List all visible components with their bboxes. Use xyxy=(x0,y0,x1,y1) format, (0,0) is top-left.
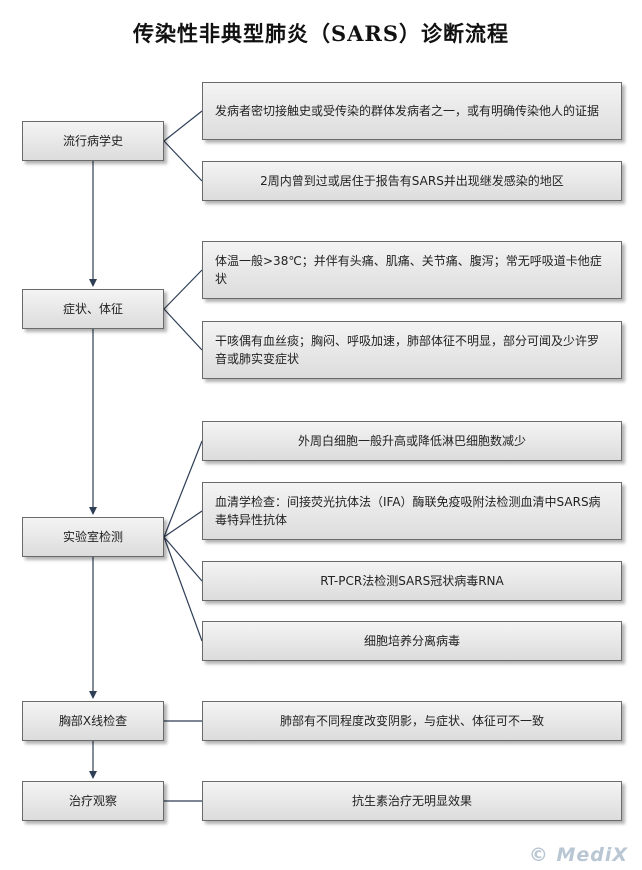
branch-line xyxy=(163,440,203,538)
step-box-epidemiology: 流行病学史 xyxy=(22,121,164,161)
detail-box: 肺部有不同程度改变阴影，与症状、体征可不一致 xyxy=(202,701,622,741)
detail-box: 干咳偶有血丝痰；胸闷、呼吸加速，肺部体征不明显，部分可闻及少许罗音或肺实变症状 xyxy=(202,321,622,379)
branch-line xyxy=(163,510,203,538)
branch-line xyxy=(163,269,203,310)
branch-line xyxy=(163,536,203,582)
branch-line xyxy=(163,536,203,642)
detail-box: 血清学检查：间接荧光抗体法（IFA）酶联免疫吸附法检测血清中SARS病毒特异性抗… xyxy=(202,482,622,540)
detail-box: 外周白细胞一般升高或降低淋巴细胞数减少 xyxy=(202,421,622,461)
detail-box: 细胞培养分离病毒 xyxy=(202,621,622,661)
detail-box: RT-PCR法检测SARS冠状病毒RNA xyxy=(202,561,622,601)
step-box-laboratory: 实验室检测 xyxy=(22,517,164,557)
step-box-chest-xray: 胸部X线检查 xyxy=(22,701,164,741)
detail-box: 2周内曾到过或居住于报告有SARS并出现继发感染的地区 xyxy=(202,161,622,201)
page-title: 传染性非典型肺炎（SARS）诊断流程 xyxy=(132,21,510,46)
detail-box: 发病者密切接触史或受传染的群体发病者之一，或有明确传染他人的证据 xyxy=(202,82,622,140)
step-box-symptoms: 症状、体征 xyxy=(22,289,164,329)
detail-box: 体温一般>38℃；并伴有头痛、肌痛、关节痛、腹泻；常无呼吸道卡他症状 xyxy=(202,241,622,299)
step-box-treatment: 治疗观察 xyxy=(22,781,164,821)
branch-line xyxy=(163,110,203,142)
branch-line xyxy=(163,140,203,182)
branch-line xyxy=(163,308,203,351)
watermark-logo: © MediX xyxy=(528,844,628,866)
detail-box: 抗生素治疗无明显效果 xyxy=(202,781,622,821)
